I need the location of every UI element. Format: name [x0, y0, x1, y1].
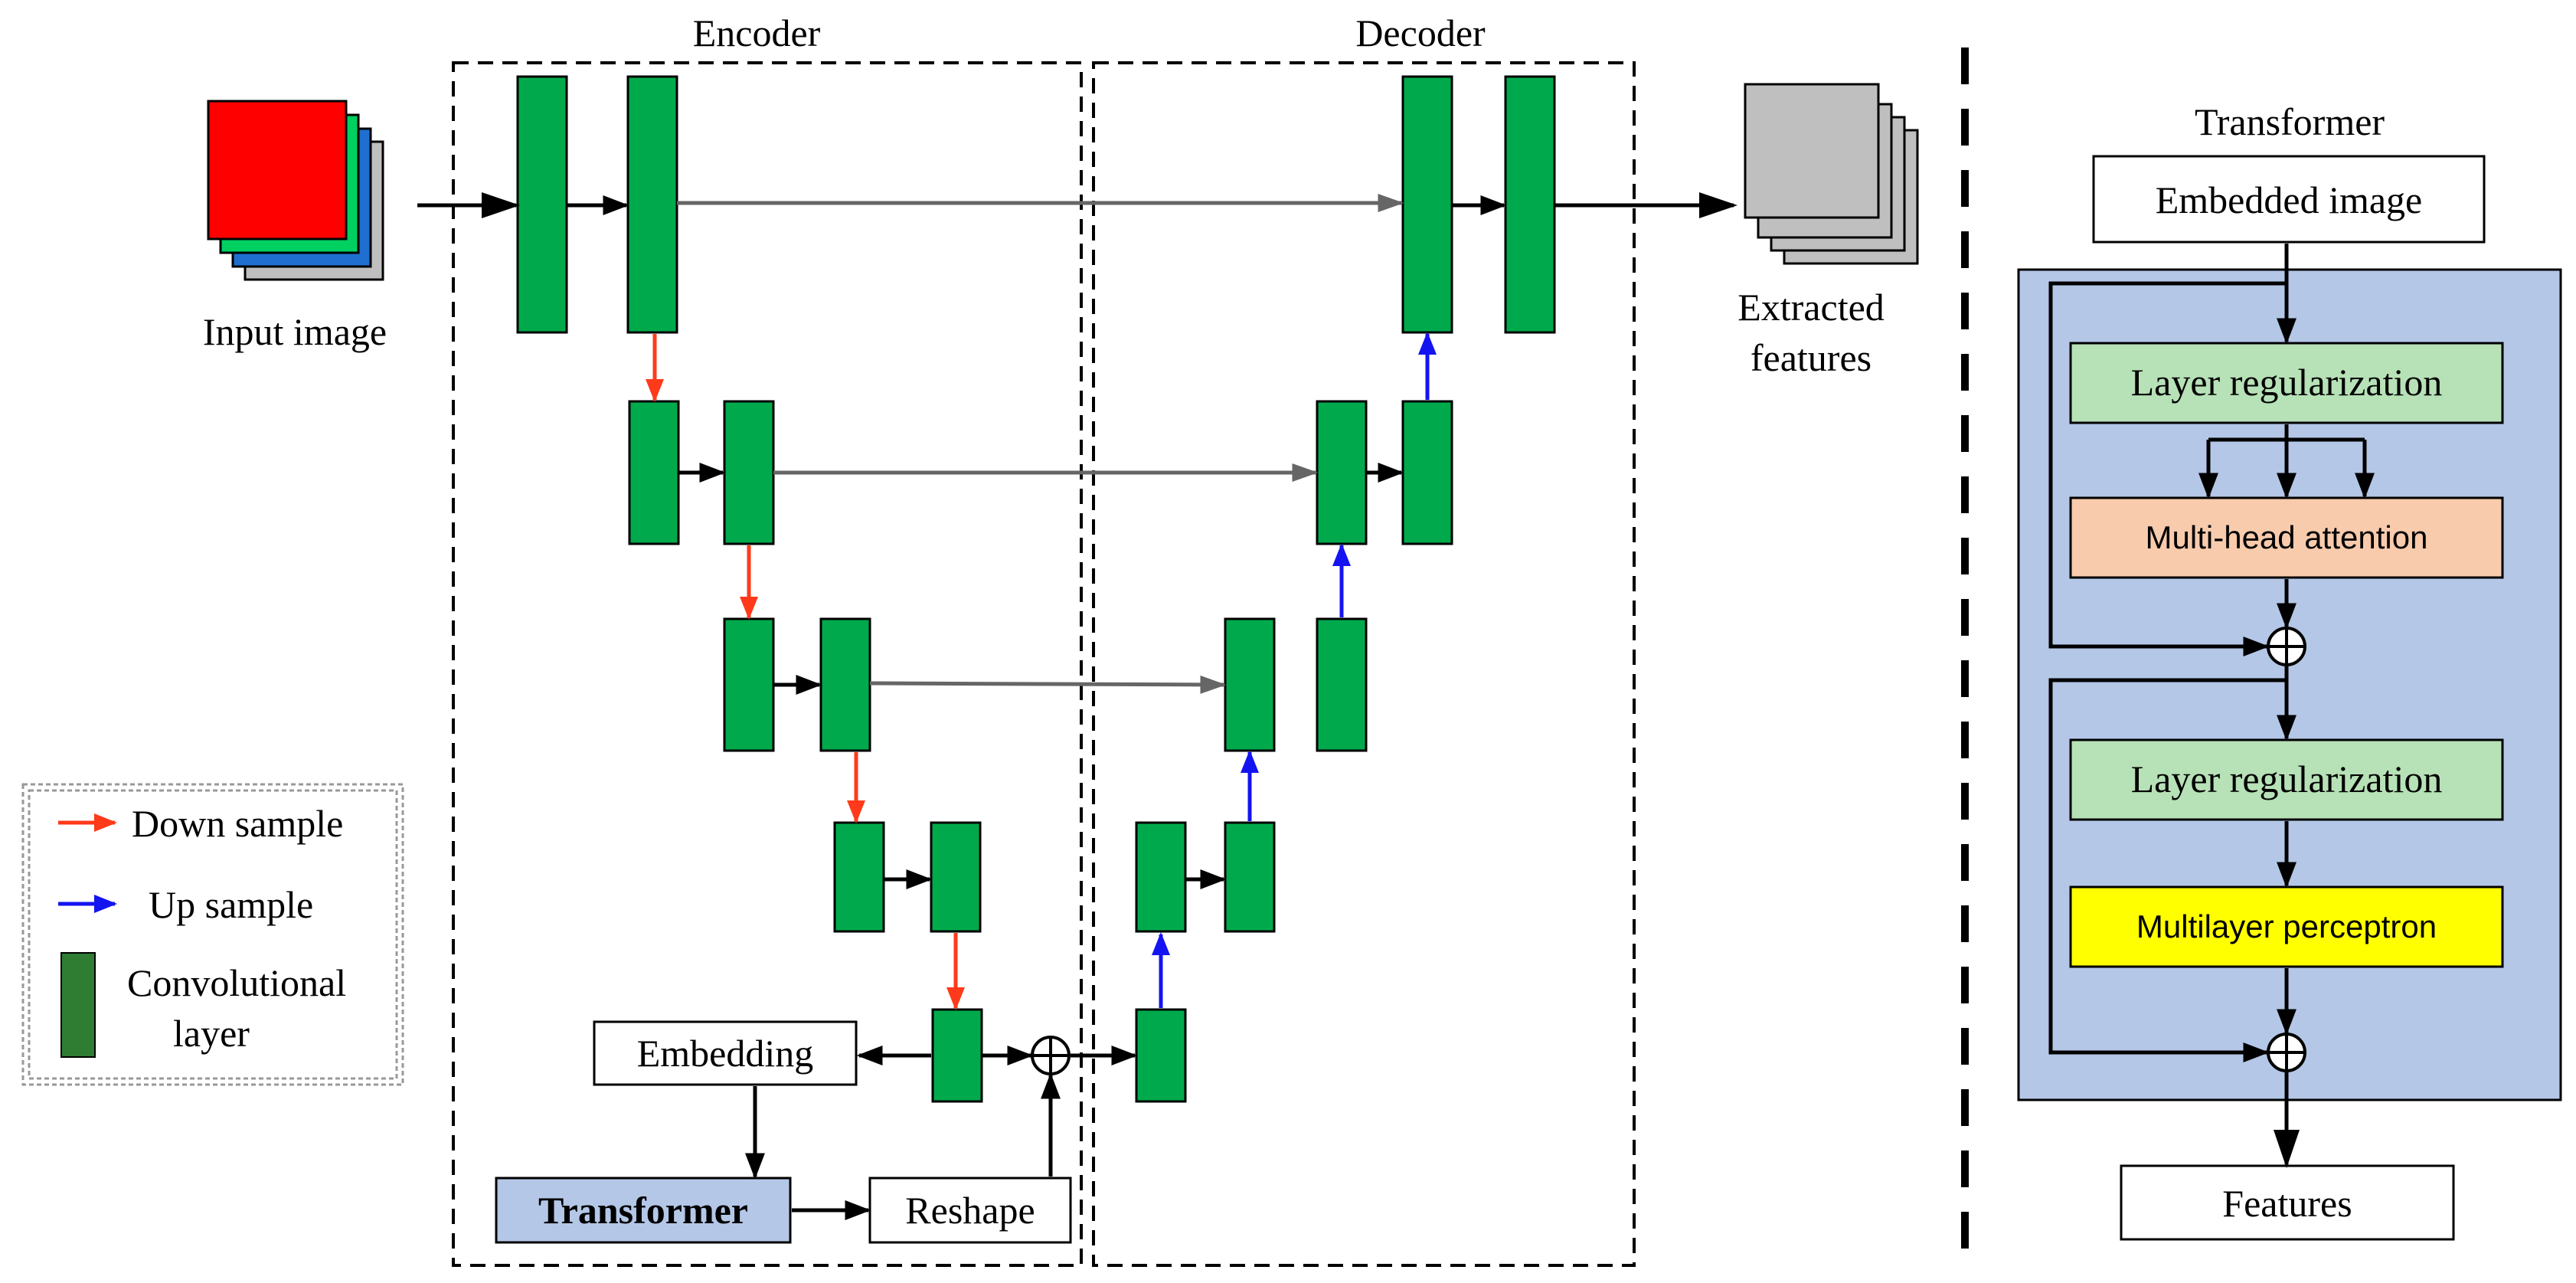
extracted-features-label-1: Extracted: [1737, 286, 1885, 329]
legend-down-sample: Down sample: [132, 802, 343, 845]
conv-layer: [1316, 400, 1368, 545]
conv-layer: [1224, 821, 1276, 933]
features-box: [2120, 1164, 2455, 1241]
decoder-box: [1092, 61, 1636, 1267]
conv-layer: [1224, 617, 1276, 752]
residual-add-1: [2267, 627, 2306, 666]
mlp-label: Multilayer perceptron: [2136, 908, 2437, 944]
conv-arrows: [417, 192, 1737, 889]
conv-layer: [1401, 75, 1453, 334]
conv-layer: [819, 617, 871, 752]
legend-conv-line2: layer: [173, 1012, 250, 1055]
conv-layer: [1135, 1008, 1187, 1103]
conv-layer: [1135, 821, 1187, 933]
features-label: Features: [2222, 1182, 2352, 1225]
embedded-image-box: [2092, 155, 2486, 244]
down-sample-arrows: [646, 334, 965, 1010]
transformer-box: [495, 1177, 792, 1244]
legend-conv-line1: Convolutional: [127, 961, 346, 1004]
skip-connections: [677, 194, 1404, 694]
residual-add-2: [2267, 1033, 2306, 1072]
transformer-label: Transformer: [538, 1189, 748, 1232]
layer-reg-2-box: [2069, 738, 2504, 821]
conv-layer: [931, 1008, 983, 1103]
transformer-panel-title: Transformer: [2195, 100, 2385, 143]
legend-up-sample: Up sample: [149, 883, 313, 926]
embedding-box: [593, 1020, 858, 1086]
reshape-label: Reshape: [905, 1189, 1035, 1232]
extracted-features-stack: [1744, 83, 1919, 265]
conv-layer: [723, 400, 775, 545]
conv-layer: [930, 821, 982, 933]
transformer-panel-arrows: [2048, 244, 2375, 1168]
layer-reg-1-label: Layer regularization: [2131, 361, 2443, 404]
embedding-label: Embedding: [637, 1032, 814, 1075]
up-sample-arrows: [1152, 332, 1437, 1008]
add-operator: [1031, 1036, 1071, 1075]
legend: [21, 783, 404, 1086]
encoder-label: Encoder: [693, 11, 821, 54]
conv-layer: [1504, 75, 1556, 334]
embedded-image-label: Embedded image: [2156, 178, 2423, 221]
conv-layer: [1316, 617, 1368, 752]
layer-reg-2-label: Layer regularization: [2131, 758, 2443, 800]
input-image-label: Input image: [203, 310, 387, 353]
conv-layer: [833, 821, 885, 933]
reshape-box: [868, 1177, 1072, 1244]
mlp-box: [2069, 885, 2504, 968]
encoder-box: [452, 61, 1083, 1267]
conv-layer: [723, 617, 775, 752]
decoder-label: Decoder: [1355, 11, 1486, 54]
attention-label: Multi-head attention: [2146, 519, 2428, 555]
bottom-arrows: [745, 1046, 1138, 1220]
attention-box: [2069, 496, 2504, 579]
conv-layer: [1401, 400, 1453, 545]
conv-layer: [516, 75, 568, 334]
extracted-features-label-2: features: [1751, 336, 1872, 379]
conv-layers: [516, 75, 1556, 1103]
conv-layer: [628, 400, 680, 545]
conv-layer: [626, 75, 678, 334]
input-image-stack: [207, 100, 384, 281]
